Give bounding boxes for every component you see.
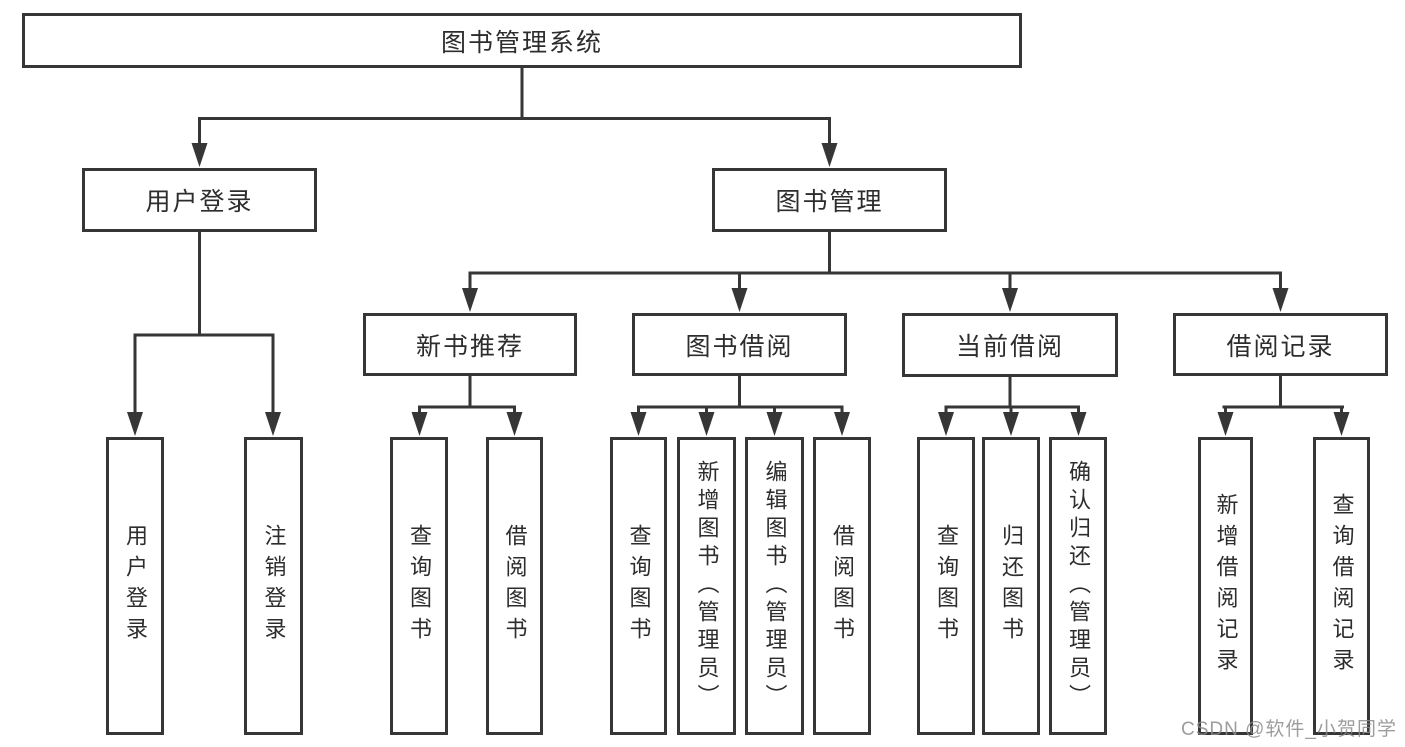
leaf-logout: 注销登录 [244,437,303,735]
arrowhead-icon [731,288,748,312]
arrowhead-icon [462,288,478,312]
arrowhead-icon [766,412,783,436]
arrowhead-icon [821,143,838,167]
arrowhead-icon [1333,412,1350,436]
arrowhead-icon [1272,288,1289,312]
arrowhead-icon [938,412,954,436]
arrowheads-group [127,143,1350,436]
connector-borrow-records-to-leaves [1222,376,1344,415]
leaf-query-books-borrow: 查询图书 [610,437,667,735]
leaf-borrow-books: 借阅图书 [813,437,871,735]
leaf-edit-books-admin: 编辑图书（管理员） [745,437,804,735]
arrowhead-icon [630,412,647,436]
connector-root-to-level2 [198,68,831,146]
arrowhead-icon [1217,412,1234,436]
leaf-query-books-current: 查询图书 [917,437,975,735]
leaf-query-borrow-record: 查询借阅记录 [1313,437,1370,735]
leaf-return-books: 归还图书 [982,437,1040,735]
arrowhead-icon [506,412,523,436]
connector-current-borrow-to-leaves [944,376,1080,415]
connector-group [133,68,1344,415]
leaf-add-books-admin: 新增图书（管理员） [677,437,736,735]
node-borrowing-records: 借阅记录 [1173,313,1388,376]
node-user-login: 用户登录 [82,168,317,232]
arrowhead-icon [265,412,281,436]
node-root-library-system: 图书管理系统 [22,13,1022,68]
node-book-borrowing: 图书借阅 [632,313,847,376]
connector-book-borrow-to-leaves [637,376,844,415]
node-current-borrowing: 当前借阅 [902,313,1118,377]
connector-book-management-to-level3 [468,232,1282,291]
arrowhead-icon [1002,288,1018,312]
leaf-query-books-recommend: 查询图书 [390,437,448,735]
arrowhead-icon [698,412,715,436]
watermark: CSDN @软件_小贺同学 [1181,719,1397,740]
arrowhead-icon [1070,412,1087,436]
node-new-book-recommendation: 新书推荐 [363,313,577,376]
arrowhead-icon [834,412,850,436]
arrowhead-icon [411,412,428,436]
leaf-user-login: 用户登录 [106,437,164,735]
connector-user-login-to-leaves [133,232,275,415]
arrowhead-icon [1003,412,1019,436]
leaf-add-borrow-record: 新增借阅记录 [1198,437,1253,735]
node-book-management: 图书管理 [712,168,947,232]
connector-new-book-to-leaves [418,376,516,415]
leaf-borrow-books-recommend: 借阅图书 [486,437,543,735]
arrowhead-icon [127,412,143,436]
leaf-confirm-return-admin: 确认归还（管理员） [1049,437,1107,735]
arrowhead-icon [191,143,208,167]
